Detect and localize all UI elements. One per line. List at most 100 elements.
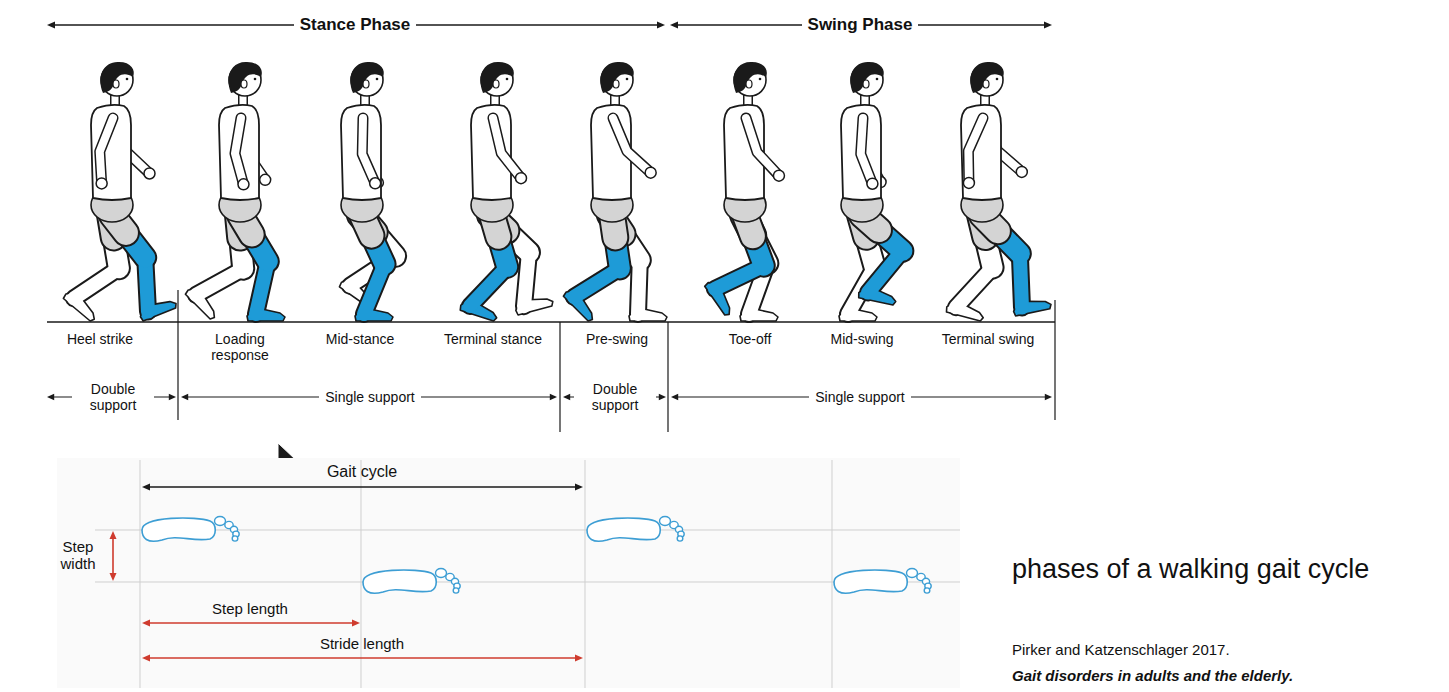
walking-figure	[563, 62, 667, 321]
eye	[876, 78, 879, 81]
ear	[863, 80, 869, 88]
walking-figure	[63, 62, 176, 321]
near-arm-outline	[746, 118, 779, 176]
arrow-head	[110, 573, 117, 581]
footprint	[587, 517, 684, 542]
phase-label: Mid-stance	[326, 331, 394, 347]
arrow-head	[1044, 22, 1052, 29]
near-arm-outline	[613, 118, 651, 173]
hair	[733, 62, 766, 93]
citation-title: Gait disorders in adults and the elderly…	[1012, 667, 1293, 684]
near-arm	[968, 118, 983, 183]
eye	[254, 78, 257, 81]
footprint-sole	[587, 518, 660, 541]
ear	[983, 80, 989, 88]
arrow-head	[575, 484, 583, 491]
arrow-head	[142, 620, 150, 627]
highlighted-leg-thigh	[492, 215, 507, 267]
footprint-toe	[453, 588, 459, 593]
phase-label: Toe-off	[729, 331, 772, 347]
caption: phases of a walking gait cycle	[1012, 554, 1369, 585]
arrow-head	[1045, 394, 1052, 400]
ear	[113, 80, 119, 88]
footprint-toe	[907, 569, 918, 578]
arrow-head	[142, 655, 150, 662]
hair	[480, 62, 513, 93]
arrow-head	[47, 394, 54, 400]
support-label: Single support	[809, 389, 911, 405]
grid-line	[832, 460, 833, 688]
hair	[350, 62, 383, 93]
near-arm	[100, 118, 113, 183]
near-arm	[861, 118, 873, 184]
near-arm-hand	[867, 178, 878, 189]
footprint-toe	[660, 517, 671, 526]
measure-label: Step width	[53, 538, 103, 573]
arrow-head	[47, 22, 55, 29]
near-arm-outline	[861, 118, 873, 184]
eye	[626, 78, 629, 81]
phase-separator	[177, 290, 178, 420]
eye	[759, 78, 762, 81]
far-arm-hand	[260, 174, 271, 185]
near-arm-outline	[493, 118, 521, 178]
grid-line	[361, 460, 362, 688]
phase-separator	[1054, 300, 1055, 420]
support-label: Double support	[72, 381, 154, 413]
near-arm-hand	[963, 177, 974, 188]
far-arm-hand	[1016, 166, 1027, 177]
near-arm-outline	[100, 118, 113, 183]
footprint-panel	[57, 458, 960, 688]
eye	[506, 78, 509, 81]
phase-label: Terminal swing	[942, 331, 1035, 347]
phase-label: Terminal stance	[444, 331, 542, 347]
arrow-head	[169, 394, 176, 400]
walking-figure	[946, 62, 1051, 321]
highlighted-leg-thigh	[612, 215, 620, 268]
walking-figure	[339, 62, 395, 321]
ear	[613, 80, 619, 88]
arrow-head	[670, 22, 678, 29]
shirt	[219, 105, 259, 200]
dimension-line	[147, 486, 578, 487]
support-label: Single support	[319, 389, 421, 405]
near-arm-outline	[968, 118, 983, 183]
measure-label: Stride length	[320, 635, 404, 652]
shirt	[841, 105, 881, 200]
footprint-toe	[677, 536, 683, 541]
near-arm	[362, 118, 375, 183]
walking-figure	[185, 62, 285, 321]
arrow-head	[563, 394, 570, 400]
ear	[493, 80, 499, 88]
footprint-toe	[232, 536, 238, 541]
near-arm-outline	[362, 118, 375, 183]
ear	[363, 80, 369, 88]
phase-label: Mid-swing	[830, 331, 893, 347]
near-arm-hand	[370, 178, 381, 189]
hair	[970, 62, 1003, 93]
measure-label: Gait cycle	[327, 463, 397, 481]
hair	[228, 62, 261, 93]
arrow-head	[575, 655, 583, 662]
shirt	[91, 105, 131, 200]
arrow-head	[352, 620, 360, 627]
phase-separator	[667, 322, 668, 432]
dimension-line	[112, 536, 114, 576]
near-arm-outline	[235, 118, 243, 184]
eye	[126, 78, 129, 81]
footprint	[363, 569, 460, 594]
ground-line	[47, 321, 1055, 323]
near-arm	[235, 118, 243, 184]
arrow-head	[659, 394, 666, 400]
eye	[376, 78, 379, 81]
far-arm-hand	[144, 168, 155, 179]
phase-separator	[559, 322, 560, 432]
dimension-line	[147, 622, 355, 624]
hair	[850, 62, 883, 93]
footprint-sole	[142, 518, 215, 541]
arrow-head	[181, 394, 188, 400]
panel-ground	[57, 458, 960, 688]
shirt	[961, 105, 1001, 200]
footprint	[834, 569, 931, 594]
phase-label: Pre-swing	[586, 331, 648, 347]
